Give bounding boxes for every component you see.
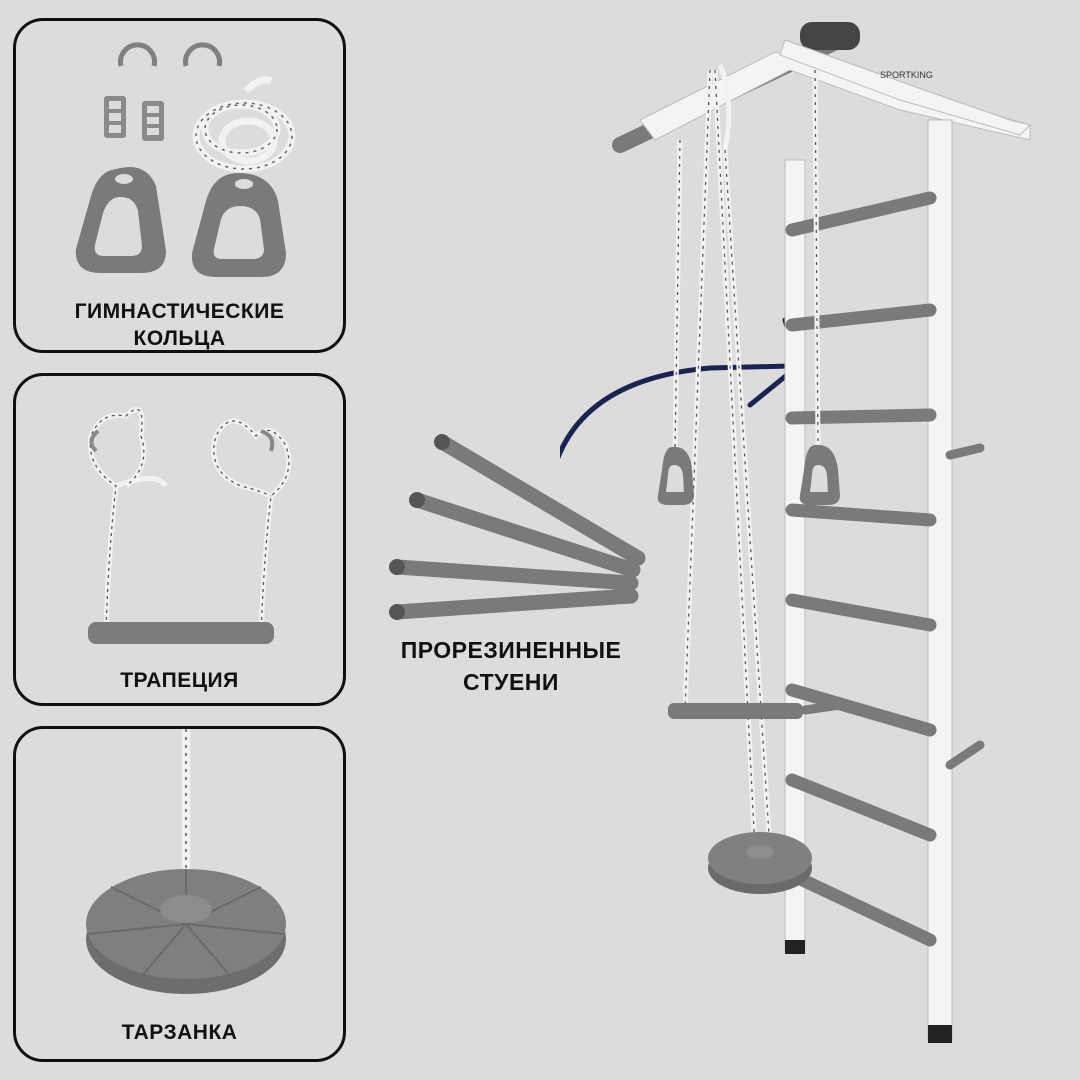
rubberized-rungs-illustration — [389, 434, 646, 620]
clip-icon — [118, 42, 157, 67]
rung-icon — [434, 434, 646, 566]
clip-icon — [183, 42, 222, 67]
rope-coil-icon — [192, 76, 296, 173]
gymnastic-rings-illustration — [75, 42, 296, 277]
panel-gymnastic-rings: ГИМНАСТИЧЕСКИЕ КОЛЬЦА — [13, 18, 346, 353]
ladder-rung — [785, 868, 937, 947]
rubberized-rungs-label: ПРОРЕЗИНЕННЫЕ СТУЕНИ — [370, 634, 652, 698]
carabiner-icon — [260, 429, 275, 452]
bar-grip-icon — [800, 22, 860, 50]
upright-left — [784, 159, 806, 951]
wall-bars-illustration: SPORTKING — [560, 22, 1031, 1043]
ring-handle-icon — [191, 173, 286, 277]
ring-handle-icon — [75, 167, 166, 273]
ladder-rung — [785, 593, 937, 632]
ladder-rung — [785, 683, 937, 737]
disc-swing-label: ТАРЗАНКА — [121, 1021, 238, 1044]
trapeze-illustration — [87, 406, 292, 644]
trapeze-label: ТРАПЕЦИЯ — [120, 669, 239, 692]
label-line: ГИМНАСТИЧЕСКИЕ — [74, 300, 285, 323]
pullup-bar: SPORTKING — [612, 22, 1031, 153]
gymnastic-rings-label: ГИМНАСТИЧЕСКИЕ КОЛЬЦА — [16, 298, 343, 350]
panel-disc-swing: ТАРЗАНКА — [13, 726, 346, 1062]
trapeze-bar-icon — [88, 622, 274, 644]
ladder-rung — [785, 191, 937, 237]
rung-icon — [389, 588, 639, 620]
label-line: СТУЕНИ — [463, 669, 559, 695]
ladder-rung — [785, 303, 937, 332]
disc-swing-illustration — [86, 729, 286, 994]
upright-right — [927, 119, 953, 1041]
ladder-rung — [785, 408, 937, 425]
ladder-rung — [785, 773, 937, 842]
carabiner-icon — [89, 429, 100, 453]
trapeze-bar-icon — [668, 703, 803, 719]
rung-icon — [409, 492, 641, 578]
brand-logo: SPORTKING — [880, 70, 933, 80]
panel-trapeze: ТРАПЕЦИЯ — [13, 373, 346, 706]
ladder-rung — [785, 503, 937, 527]
buckle-icon — [104, 96, 126, 138]
label-line: КОЛЬЦА — [133, 327, 226, 350]
arrow-icon — [560, 363, 791, 460]
rung-icon — [389, 559, 639, 591]
label-line: ПРОРЕЗИНЕННЫЕ — [400, 637, 622, 663]
disc-seat-icon — [86, 869, 286, 994]
buckle-icon — [142, 101, 164, 141]
disc-seat-icon — [708, 832, 812, 894]
